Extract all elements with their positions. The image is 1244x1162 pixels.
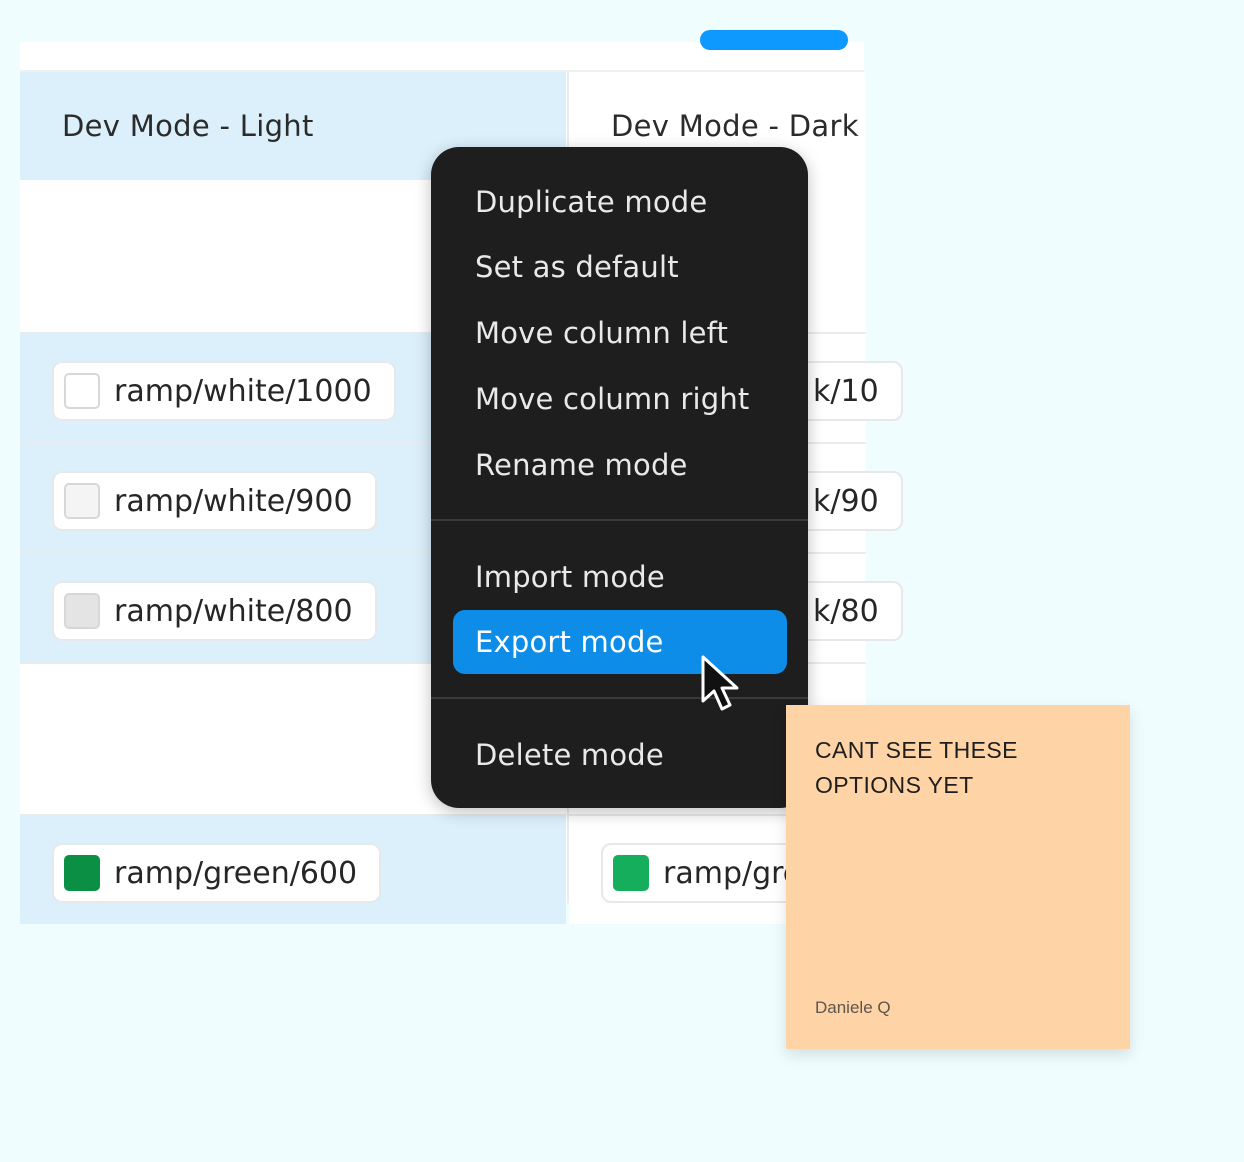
menu-item-move-column-left[interactable]: Move column left: [453, 301, 787, 365]
variable-name: k/80: [813, 593, 879, 629]
table-row: ramp/green/600: [20, 814, 566, 924]
column-header-label: Dev Mode - Dark: [611, 109, 859, 143]
variable-name: ramp/gre: [663, 855, 802, 891]
variable-name: k/90: [813, 483, 879, 519]
sticky-note[interactable]: CANT SEE THESE OPTIONS YET Daniele Q: [786, 705, 1130, 1049]
menu-item-label: Export mode: [475, 625, 664, 659]
primary-button[interactable]: [700, 30, 848, 50]
toolbar-strip: [20, 30, 864, 72]
table-row: ramp/white/1000: [20, 332, 566, 442]
menu-divider: [431, 697, 808, 699]
menu-divider: [431, 519, 808, 521]
column-header-label: Dev Mode - Light: [62, 109, 314, 143]
menu-item-label: Move column right: [475, 382, 750, 416]
menu-item-import-mode[interactable]: Import mode: [453, 545, 787, 609]
menu-item-delete-mode[interactable]: Delete mode: [453, 723, 787, 787]
mode-context-menu: Duplicate mode Set as default Move colum…: [431, 147, 808, 808]
menu-item-label: Delete mode: [475, 738, 664, 772]
sticky-note-author: Daniele Q: [815, 998, 891, 1017]
color-swatch: [613, 855, 649, 891]
variable-name: k/10: [813, 373, 879, 409]
menu-item-label: Set as default: [475, 250, 679, 284]
variable-name: ramp/white/900: [114, 483, 353, 519]
color-swatch: [64, 483, 100, 519]
variable-chip[interactable]: ramp/green/600: [52, 843, 382, 903]
menu-item-label: Duplicate mode: [475, 185, 708, 219]
menu-item-move-column-right[interactable]: Move column right: [453, 367, 787, 431]
variable-chip[interactable]: ramp/white/800: [52, 581, 377, 641]
color-swatch: [64, 593, 100, 629]
sticky-note-text: CANT SEE THESE OPTIONS YET: [815, 737, 1018, 798]
menu-item-label: Rename mode: [475, 448, 688, 482]
column-header-light[interactable]: Dev Mode - Light: [20, 72, 566, 180]
variable-chip[interactable]: ramp/white/900: [52, 471, 377, 531]
variable-name: ramp/white/800: [114, 593, 353, 629]
variable-chip[interactable]: ramp/white/1000: [52, 361, 396, 421]
color-swatch: [64, 855, 100, 891]
menu-item-label: Move column left: [475, 316, 729, 350]
table-row: ramp/gre: [569, 814, 866, 924]
color-swatch: [64, 373, 100, 409]
menu-item-export-mode[interactable]: Export mode: [453, 610, 787, 674]
variable-name: ramp/white/1000: [114, 373, 372, 409]
menu-item-duplicate-mode[interactable]: Duplicate mode: [453, 170, 787, 234]
menu-item-set-as-default[interactable]: Set as default: [453, 235, 787, 299]
menu-item-label: Import mode: [475, 560, 665, 594]
mouse-pointer-icon: [701, 655, 739, 711]
variable-name: ramp/green/600: [114, 855, 358, 891]
menu-item-rename-mode[interactable]: Rename mode: [453, 433, 787, 497]
